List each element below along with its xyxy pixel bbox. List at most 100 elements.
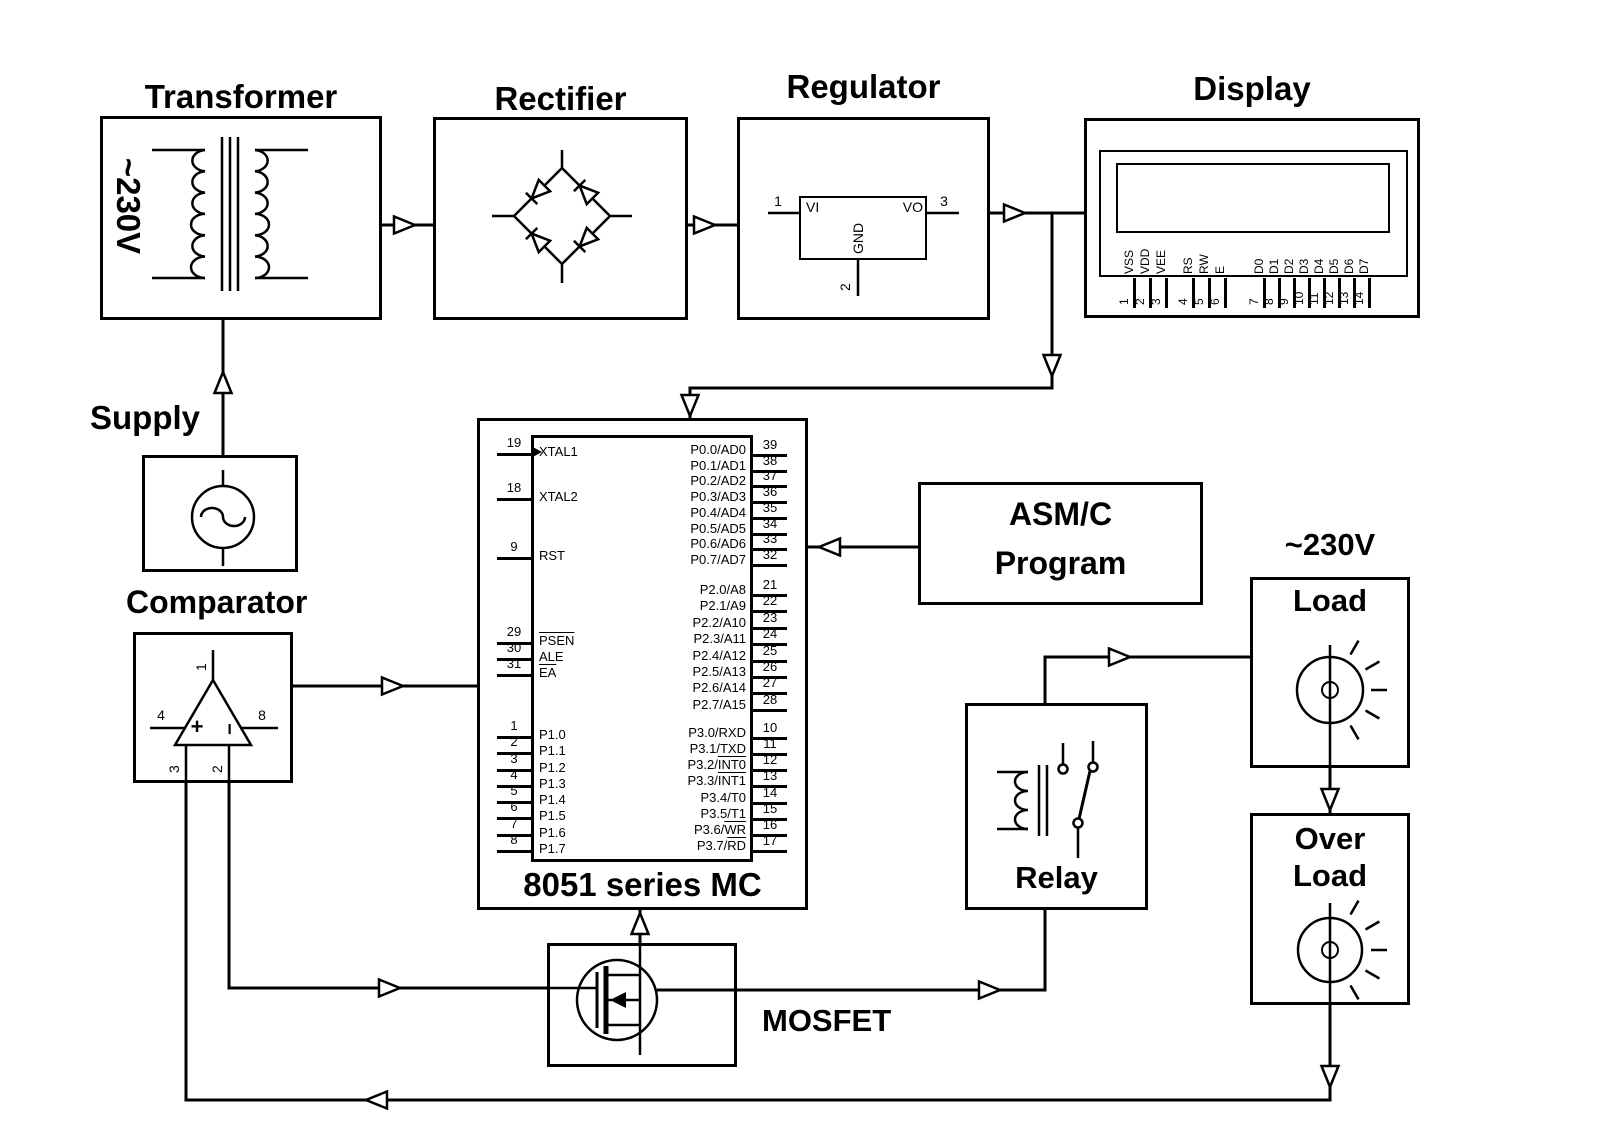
display-pin-label: VEE xyxy=(1154,249,1168,274)
display-pin-label: D7 xyxy=(1357,258,1371,274)
mcu-pin-number: 24 xyxy=(762,626,778,641)
mcu-pin-number: 9 xyxy=(510,539,518,554)
mcu-pin-number: 12 xyxy=(762,752,778,767)
mcu-pin-label: P1.3 xyxy=(539,776,566,791)
display-pin-label: D0 xyxy=(1252,258,1266,274)
mcu-pin-line xyxy=(753,470,787,473)
lcd-screen xyxy=(1116,163,1390,233)
mcu-pin-label: P3.5/T1 xyxy=(700,806,746,821)
mcu-pin-line xyxy=(497,498,531,501)
mcu-pin-number: 6 xyxy=(510,799,518,814)
display-pin-line xyxy=(1308,278,1311,308)
mcu-pin-number: 18 xyxy=(506,480,522,495)
mcu-pin-label: EA xyxy=(539,665,557,680)
display-box xyxy=(1084,118,1420,318)
mcu-pin-label: P3.6/WR xyxy=(693,822,746,837)
display-pin-line xyxy=(1208,278,1211,308)
display-pin-number: 7 xyxy=(1247,298,1261,305)
mcu-pin-line xyxy=(497,642,531,645)
mcu-pin-label: P2.6/A14 xyxy=(692,680,747,695)
arrow-down-icon xyxy=(1041,353,1063,380)
display-pin-label: D5 xyxy=(1327,258,1341,274)
arrow-up-icon xyxy=(212,368,234,395)
mcu-pin-label: P3.1/TXD xyxy=(689,741,746,756)
mcu-pin-line xyxy=(753,564,787,567)
mcu-pin-number: 38 xyxy=(762,453,778,468)
mcu-pin-number: 36 xyxy=(762,484,778,499)
mcu-pin-number: 15 xyxy=(762,801,778,816)
mcu-pin-line xyxy=(753,485,787,488)
comparator-pin8-label: 8 xyxy=(258,707,266,723)
mcu-pin-label: P1.5 xyxy=(539,808,566,823)
mcu-pin-label: P1.4 xyxy=(539,792,566,807)
arrow-right-icon xyxy=(1107,646,1134,668)
supply-title: Supply xyxy=(90,399,201,436)
mcu-pin-label: P3.2/INT0 xyxy=(687,757,746,772)
arrow-right-icon xyxy=(1002,202,1029,224)
mcu-pin-line xyxy=(497,850,531,853)
display-pin-number: 3 xyxy=(1149,298,1163,305)
arrowheads xyxy=(212,202,1341,1111)
mcu-pin-line xyxy=(753,594,787,597)
rectifier-box xyxy=(433,117,688,320)
mcu-pin-number: 8 xyxy=(510,832,518,847)
mcu-pin-line xyxy=(753,533,787,536)
display-pin-number: 12 xyxy=(1322,291,1336,305)
display-pin-line xyxy=(1133,278,1136,308)
comparator-pin4-label: 4 xyxy=(157,707,165,723)
display-pin-label: D2 xyxy=(1282,258,1296,274)
mcu-pin-line xyxy=(753,785,787,788)
mcu-pin-line xyxy=(497,453,531,456)
regulator-pin-leads xyxy=(768,211,959,296)
overload-box xyxy=(1250,813,1410,1005)
mcu-pin-label: P3.0/RXD xyxy=(688,725,746,740)
mcu-pin-number: 11 xyxy=(763,736,777,751)
mcu-pin-label: P0.1/AD1 xyxy=(690,458,746,473)
mcu-pin-number: 13 xyxy=(762,768,778,783)
regulator-vo-label: VO xyxy=(902,199,923,215)
comparator-pin3-label: 3 xyxy=(166,765,182,773)
mcu-pin-line xyxy=(497,817,531,820)
mcu-pin-label: P2.1/A9 xyxy=(699,598,746,613)
mcu-pin-number: 5 xyxy=(510,783,518,798)
lamp-icon xyxy=(1295,639,1387,768)
mcu-pin-label: ALE xyxy=(539,649,564,664)
mcu-pin-label: P2.0/A8 xyxy=(699,582,746,597)
mcu-pin-number: 37 xyxy=(762,468,778,483)
overload-title-line1: Over xyxy=(1294,821,1366,856)
transformer-title: Transformer xyxy=(144,78,338,115)
mcu-pin-line xyxy=(753,501,787,504)
mcu-pin-line xyxy=(753,517,787,520)
display-pin-number: 6 xyxy=(1208,298,1222,305)
display-pin-line xyxy=(1353,278,1356,308)
load-voltage-label: ~230V xyxy=(1284,527,1376,562)
mcu-pin-line xyxy=(753,627,787,630)
mcu-pin-label: P0.4/AD4 xyxy=(690,505,746,520)
mcu-pin-number: 23 xyxy=(762,610,778,625)
regulator-pin1-label: 1 xyxy=(774,193,782,209)
mcu-pin-line xyxy=(753,709,787,712)
display-pin-number: 5 xyxy=(1192,298,1206,305)
mcu-pin-line xyxy=(753,737,787,740)
mcu-pin-line xyxy=(753,548,787,551)
mcu-pin-label: P0.7/AD7 xyxy=(690,552,746,567)
comparator-plus-label: + xyxy=(190,714,204,739)
mcu-pin-line xyxy=(753,834,787,837)
mcu-pin-number: 10 xyxy=(762,720,778,735)
display-pin-number: 11 xyxy=(1307,292,1321,305)
mcu-pin-label: P2.7/A15 xyxy=(692,697,747,712)
mcu-pin-number: 17 xyxy=(762,833,778,848)
regulator-pin2-label: 2 xyxy=(837,283,853,291)
arrow-right-icon xyxy=(380,675,407,697)
mcu-pin-label: XTAL2 xyxy=(539,489,578,504)
overload-title-line2: Load xyxy=(1292,858,1368,893)
arrow-down-icon xyxy=(1319,787,1341,814)
mcu-pin-label: P1.7 xyxy=(539,841,566,856)
asm-program-line2: Program xyxy=(994,545,1127,581)
display-pin-line xyxy=(1192,278,1195,308)
display-pin-number: 13 xyxy=(1337,291,1351,305)
mcu-pin-number: 39 xyxy=(762,437,778,452)
display-pin-line xyxy=(1165,278,1168,308)
mcu-pin-number: 25 xyxy=(762,643,778,658)
mcu-pin-line xyxy=(497,785,531,788)
